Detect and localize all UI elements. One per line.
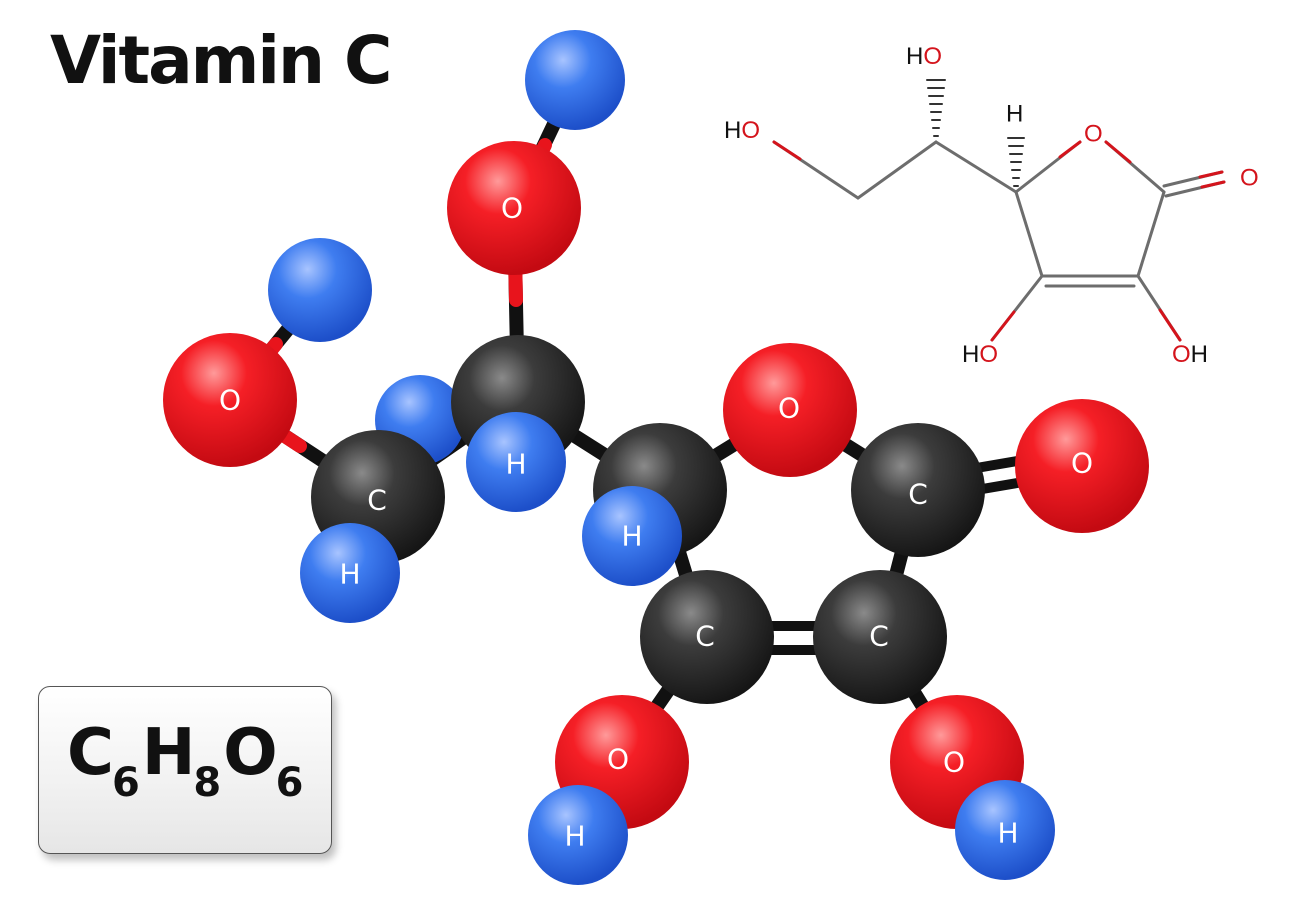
sf-label-ho-bottom-left: HO [962,341,998,368]
oxygen-atom-ring: O [723,343,857,477]
atom-label: H [997,817,1018,850]
molecular-formula: C6H8O6 [67,721,305,803]
sf-bond-oxygen [990,310,1016,342]
atom-label: H [564,820,585,853]
sf-bond-oxygen [1198,170,1224,179]
atom-label: H [339,558,360,591]
atom-label: O [778,392,800,425]
carbon-atom-6: C [851,423,985,557]
atom-label: O [943,746,965,779]
atom-label: C [695,620,715,653]
sf-hashed-wedge-h [1007,137,1025,187]
sf-bond-oxygen [1200,180,1226,189]
hydrogen-atom-c3: H [582,486,682,586]
atom-label: O [501,192,523,225]
hydrogen-atom-c1: H [300,523,400,623]
atom-label: C [367,484,387,517]
hydrogen-atom-top [525,30,625,130]
sf-label-ho-left: HO [724,117,760,144]
sf-bond [934,140,1018,194]
formula-count-carbon: 6 [111,760,140,806]
sf-bond-oxygen [1104,140,1132,164]
atom-label: O [219,384,241,417]
atom-label: O [607,743,629,776]
sf-hashed-wedge-top [926,79,946,137]
sf-label-h-stereo: H [1006,101,1023,128]
carbon-atom-5: C [813,570,947,704]
sf-bond-oxygen [772,140,802,161]
atoms: O O C H H H O [163,30,1149,885]
molecular-formula-card: C6H8O6 [38,686,332,854]
structural-formula [772,79,1226,342]
hydrogen-atom-left [268,238,372,342]
formula-element-carbon: C [67,716,114,790]
sf-bond-oxygen [1058,140,1082,159]
page-title: Vitamin C [50,22,392,99]
sf-bond [856,140,938,200]
sf-bond-oxygen [1158,308,1182,342]
formula-element-hydrogen: H [141,716,196,790]
oxygen-atom-left: O [163,333,297,467]
carbon-atom-4: C [640,570,774,704]
atom-label: C [869,620,889,653]
formula-count-hydrogen: 8 [193,760,222,806]
atom-label: C [908,478,928,511]
hydrogen-atom-bottom-left: H [528,785,628,885]
atom-label: H [505,448,526,481]
formula-count-oxygen: 6 [275,760,304,806]
structural-formula-labels: HO HO H O O HO OH [724,43,1259,368]
formula-element-oxygen: O [223,716,277,790]
sf-label-ring-oxygen: O [1084,121,1103,148]
sf-label-oh-bottom-right: OH [1172,341,1208,368]
sf-bond [1136,190,1166,278]
oxygen-atom-top: O [447,141,581,275]
atom-label: O [1071,447,1093,480]
sf-label-carbonyl-oxygen: O [1240,165,1259,192]
oxygen-atom-carbonyl: O [1015,399,1149,533]
atom-label: H [621,520,642,553]
hydrogen-atom-bottom-right: H [955,780,1055,880]
sf-bond [1014,190,1044,278]
hydrogen-atom-c2: H [466,412,566,512]
sf-label-ho-top: HO [906,43,942,70]
